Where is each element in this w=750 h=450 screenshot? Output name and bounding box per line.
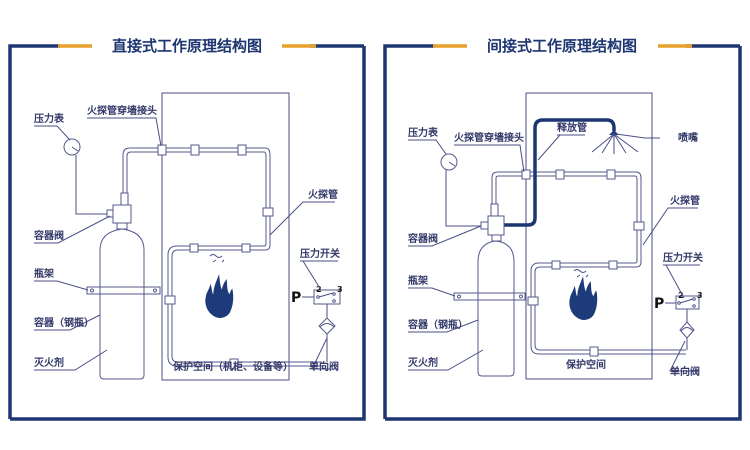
label-pressure-switch: 压力开关	[663, 251, 703, 264]
svg-text:3: 3	[337, 285, 343, 294]
label-protected-space: 保护空间（机柜、设备等）	[172, 360, 293, 373]
label-pressure-switch: 压力开关	[300, 247, 340, 260]
bracket	[86, 286, 161, 295]
label-pressure-gauge: 压力表	[34, 112, 65, 125]
label-valve: 容器阀	[407, 232, 438, 245]
svg-text:2: 2	[678, 291, 684, 300]
panel-direct: 直接式工作原理结构图	[8, 37, 366, 421]
protected-space	[161, 92, 290, 381]
leaders	[408, 133, 700, 372]
label-release-pipe: 释放管	[557, 121, 587, 134]
detector-tube	[491, 171, 686, 355]
label-pressure-gauge: 压力表	[408, 126, 439, 139]
label-check-valve: 单向阀	[309, 360, 339, 373]
label-bracket: 瓶架	[34, 267, 54, 280]
pressure-switch-icon: P 2 3	[291, 285, 343, 318]
svg-text:2: 2	[316, 285, 322, 294]
label-bracket: 瓶架	[408, 274, 428, 287]
p-label: P	[291, 290, 301, 306]
label-wall-joint: 火探管穿墙接头	[87, 104, 157, 117]
label-check-valve: 单向阀	[670, 365, 700, 378]
container-valve-icon	[106, 192, 132, 230]
label-detector-tube: 火探管	[308, 188, 338, 201]
check-valve-icon	[318, 317, 336, 362]
label-valve: 容器阀	[33, 229, 64, 242]
frame	[383, 44, 742, 421]
cylinder	[477, 240, 515, 377]
cylinder	[99, 228, 145, 380]
label-agent: 灭火剂	[33, 356, 64, 369]
check-valve-icon	[679, 321, 695, 350]
label-nozzle: 喷嘴	[678, 131, 698, 144]
fire-icon	[569, 269, 598, 320]
fire-icon	[205, 254, 234, 318]
detector-tube	[122, 147, 322, 367]
p-label: P	[654, 296, 664, 312]
svg-text:3: 3	[697, 291, 703, 300]
label-cylinder: 容器（钢瓶）	[407, 318, 468, 331]
container-valve-icon	[480, 203, 505, 242]
label-agent: 灭火剂	[407, 356, 438, 369]
label-protected-space: 保护空间	[565, 358, 606, 371]
label-cylinder: 容器（钢瓶）	[33, 316, 94, 329]
release-pipe	[500, 118, 616, 227]
protected-space	[525, 92, 653, 380]
leaders	[34, 117, 338, 371]
panel-title: 间接式工作原理结构图	[487, 37, 637, 55]
label-wall-joint: 火探管穿墙接头	[454, 131, 524, 144]
panel-indirect: 间接式工作原理结构图	[383, 37, 742, 421]
pipe-clamps	[157, 144, 274, 370]
pressure-switch-icon: P 2 3	[654, 291, 703, 322]
nozzle-icon	[591, 130, 639, 154]
label-detector-tube: 火探管	[670, 194, 700, 207]
pipe-clamps	[521, 169, 645, 357]
frame	[8, 44, 366, 421]
panel-title: 直接式工作原理结构图	[112, 37, 262, 55]
bracket	[453, 292, 526, 301]
